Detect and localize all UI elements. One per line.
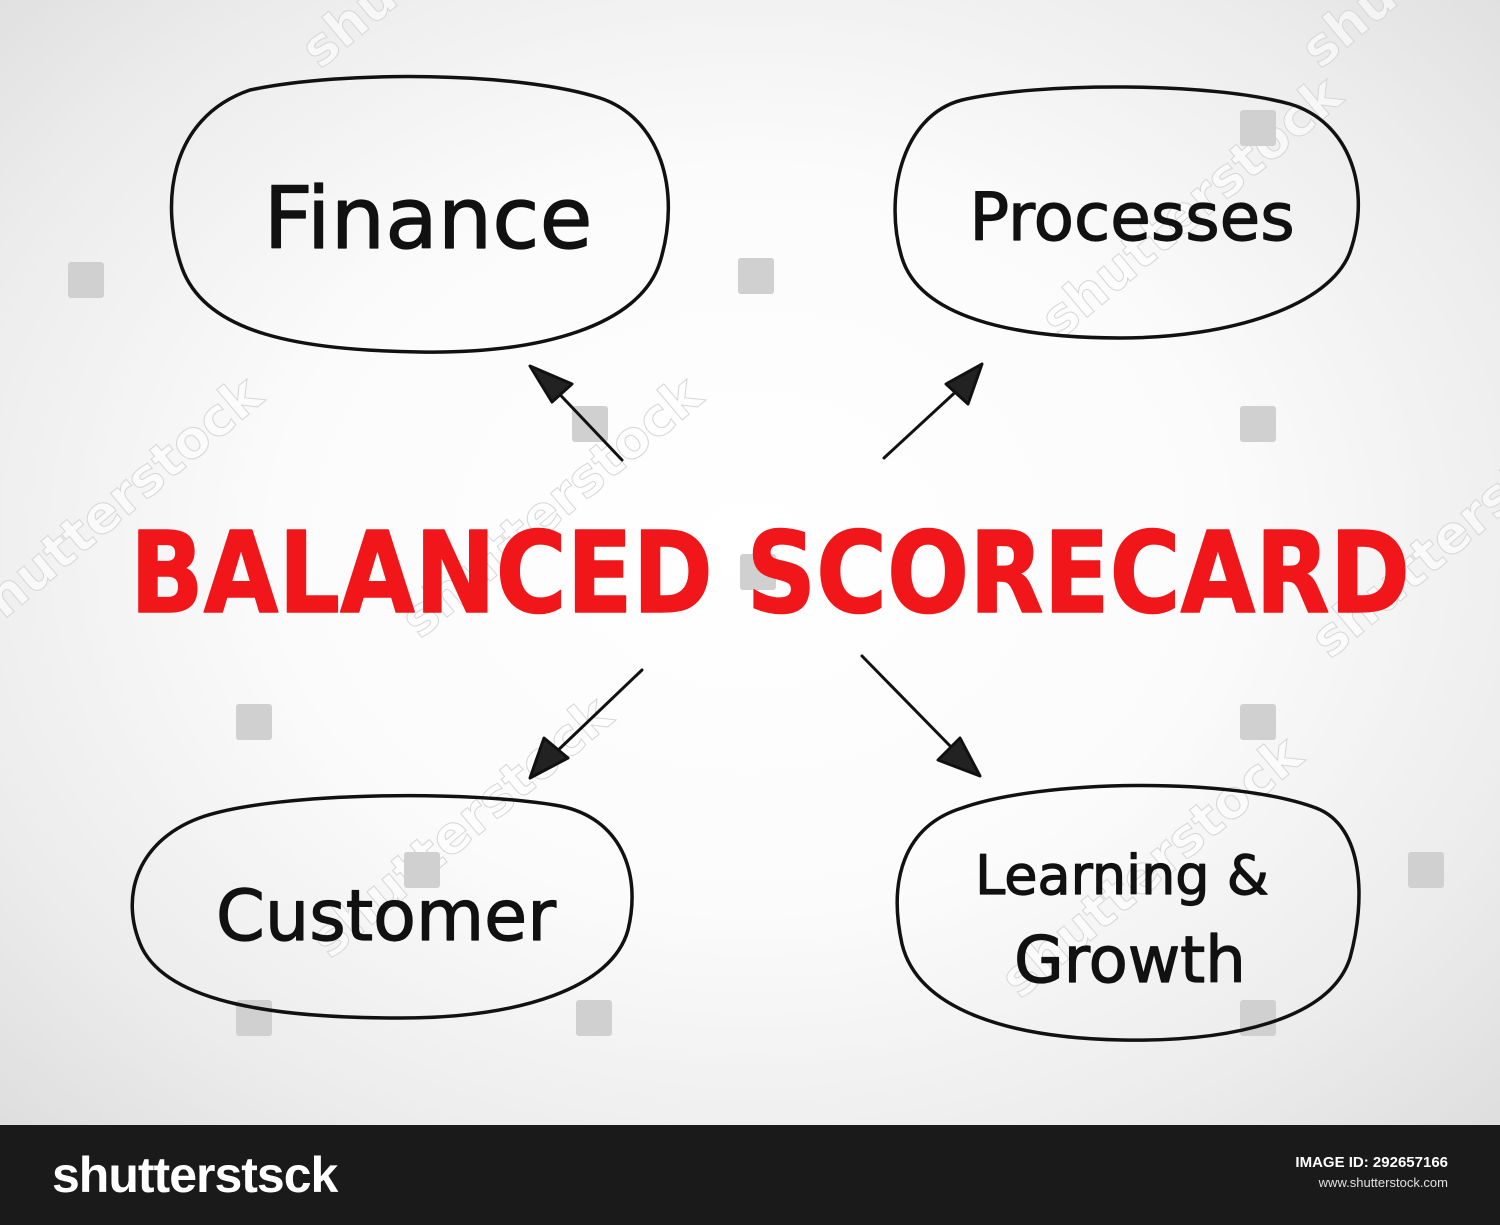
node-outline — [130, 793, 634, 1020]
arrow-to-processes — [882, 362, 984, 460]
node-outline — [893, 85, 1361, 340]
mind-map-diagram: shutterstock shutterstock shutterstock s… — [0, 0, 1500, 1042]
diagram-canvas: shutterstock shutterstock shutterstock s… — [0, 0, 1500, 1125]
node-processes: Processes — [893, 85, 1361, 340]
watermark-text: shutterstock — [1290, 0, 1500, 80]
watermark-text: shutterstock — [290, 0, 615, 80]
image-id: IMAGE ID: 292657166 — [1295, 1154, 1448, 1171]
center-title: BALANCED SCORECARD — [130, 509, 1410, 639]
node-label-learning: Learning & — [975, 844, 1269, 907]
shutterstock-logo: shutterstsck — [52, 1147, 338, 1203]
node-label-finance: Finance — [263, 169, 592, 269]
stock-footer-bar: shutterstsck IMAGE ID: 292657166 www.shu… — [0, 1125, 1500, 1225]
image-metadata: IMAGE ID: 292657166 www.shutterstock.com — [1295, 1153, 1448, 1193]
node-outline — [895, 783, 1361, 1042]
source-url: www.shutterstock.com — [1318, 1175, 1448, 1190]
node-outline — [169, 74, 671, 354]
node-label-processes: Processes — [969, 179, 1294, 256]
node-learning-growth: Learning & Growth — [895, 783, 1361, 1042]
node-label-customer: Customer — [216, 875, 556, 957]
arrow-to-customer — [528, 668, 644, 780]
node-label-growth: Growth — [1014, 924, 1246, 998]
node-customer: Customer — [130, 793, 634, 1020]
arrow-to-learning — [860, 654, 982, 778]
edges — [528, 362, 984, 780]
node-finance: Finance — [169, 74, 671, 354]
arrow-to-finance — [528, 364, 624, 462]
